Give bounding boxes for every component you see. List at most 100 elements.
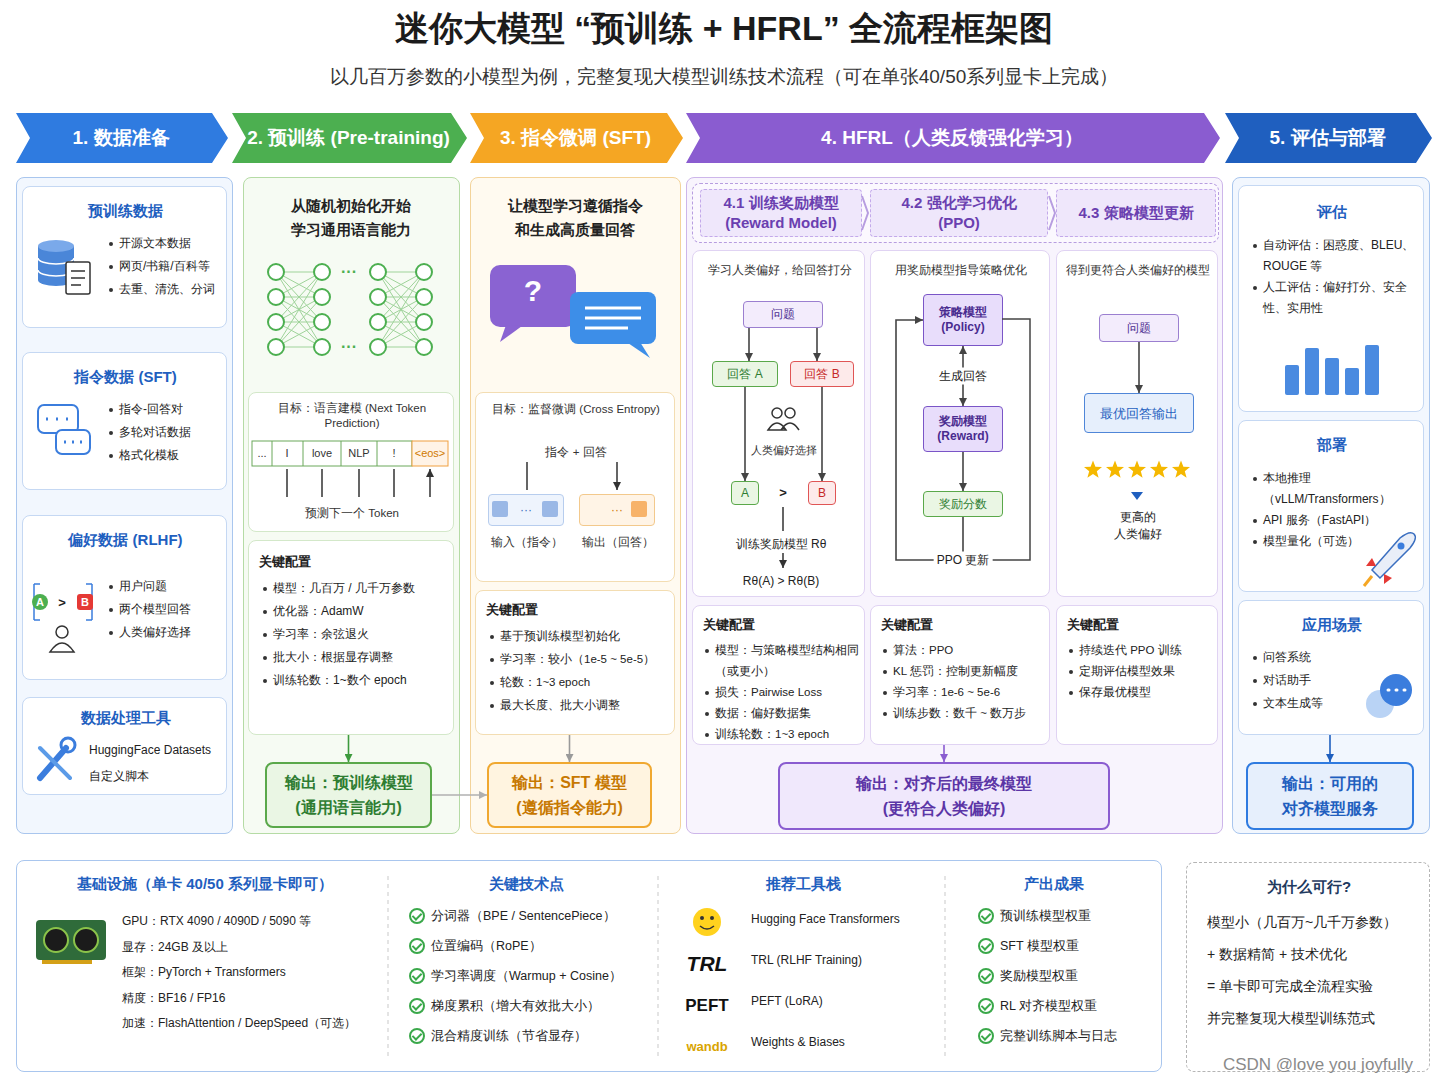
- node-text: 奖励分数: [939, 497, 987, 512]
- node-text: ···: [520, 503, 532, 518]
- node-text: 对话助手: [1251, 669, 1419, 692]
- node-text: 本地推理（vLLM/Transformers）: [1251, 468, 1419, 510]
- node-text: 关键配置: [1063, 616, 1213, 634]
- sft-flow: [492, 462, 647, 517]
- node-text: 网页/书籍/百科等: [107, 255, 222, 278]
- node-text: 基于预训练模型初始化: [488, 625, 670, 648]
- sub-stage-header: 4.2 强化学习优化 (PPO): [870, 189, 1048, 237]
- node-text: 指令-回答对: [107, 398, 222, 421]
- bar-chart: [1285, 345, 1379, 395]
- watermark: CSDN @love you joyfully: [1223, 1056, 1413, 1073]
- flow-box: 策略模型 (Policy): [923, 294, 1003, 346]
- content-box: 关键配置持续迭代 PPO 训练定期评估模型效果保存最优模型: [1056, 605, 1218, 745]
- node-text: 奖励模型 (Reward): [927, 414, 999, 444]
- output-box: 输出：对齐后的最终模型 (更符合人类偏好): [778, 762, 1110, 830]
- token-row: [252, 441, 448, 497]
- node-text: 用户问题: [107, 575, 222, 598]
- node-text: PEFT (LoRA): [751, 981, 936, 1022]
- edge-label: 生成回答: [936, 368, 990, 385]
- edge-label: PPO 更新: [934, 552, 993, 569]
- node-text: 3. 指令微调 (SFT): [500, 125, 651, 151]
- option-badge: B: [81, 597, 89, 608]
- node-text: 指令 + 回答: [526, 445, 626, 460]
- node-text: 分词器（BPE / SentencePiece）: [409, 901, 651, 931]
- people-icon: [768, 408, 799, 430]
- node-text: 输出：可用的 对齐模型服务: [1256, 771, 1404, 821]
- neural-network: [268, 264, 432, 355]
- ppo-loop: [962, 319, 1030, 560]
- node-text: 批大小：根据显存调整: [261, 646, 449, 669]
- node-text: 学习率：1e-6 ~ 5e-6: [881, 682, 1045, 703]
- node-text: 多轮对话数据: [107, 421, 222, 444]
- stage-chevron: 4. HFRL（人类反馈强化学习）: [686, 113, 1220, 163]
- node-text: 文本生成等: [1251, 692, 1419, 715]
- node-text: 位置编码（RoPE）: [409, 931, 651, 961]
- node-text: B: [818, 486, 826, 501]
- node-text: 关键配置: [699, 616, 860, 634]
- node-text: 回答 A: [727, 367, 762, 382]
- node-text: 问题: [1127, 321, 1151, 336]
- node-text: 为什么可行?: [1193, 877, 1425, 896]
- node-text: 训练轮数：1~3 epoch: [703, 724, 860, 745]
- connector-arrow: [1329, 735, 1331, 762]
- rocket-icon: [1364, 533, 1415, 586]
- node-text: TRL (RLHF Training): [751, 940, 936, 981]
- node-text: 问答系统: [1251, 646, 1419, 669]
- node-text: RL 对齐模型权重: [978, 991, 1151, 1021]
- chat-icon: [38, 405, 90, 454]
- node-text: 评估: [1245, 202, 1419, 221]
- node-text: 框架：PyTorch + Transformers: [122, 960, 376, 986]
- chat-bubble-icon: [1366, 674, 1412, 718]
- node-text: 两个模型回答: [107, 598, 222, 621]
- token-cell: !: [392, 448, 395, 459]
- node-text: 2. 预训练 (Pre-training): [247, 125, 450, 151]
- node-text: 关键配置: [255, 553, 449, 571]
- content-box: 评估自动评估：困惑度、BLEU、ROUGE 等人工评估：偏好打分、安全性、实用性: [1238, 185, 1424, 412]
- flow-box: 最优回答输出: [1084, 393, 1194, 433]
- node-text: 预测下一个 Token: [249, 506, 455, 521]
- content-box: 关键配置模型：与策略模型结构相同（或更小）损失：Pairwise Loss数据：…: [692, 605, 865, 745]
- node-text: 格式化模板: [107, 444, 222, 467]
- node-text: 精度：BF16 / FP16: [122, 986, 376, 1012]
- node-text: ···: [611, 503, 623, 518]
- tool-logo: wandb: [686, 1040, 727, 1053]
- tool-logo: TRL: [687, 953, 728, 974]
- connector-arrow: [1138, 342, 1140, 393]
- node-text: 偏好数据 (RLHF): [29, 530, 222, 549]
- content-region: 关键技术点分词器（BPE / SentencePiece）位置编码（RoPE）学…: [395, 868, 655, 1064]
- node-text: 4.1 训练奖励模型 (Reward Model): [701, 193, 861, 233]
- content-box: 关键配置算法：PPOKL 惩罚：控制更新幅度学习率：1e-6 ~ 5e-6训练步…: [870, 605, 1050, 745]
- node-text: 4. HFRL（人类反馈强化学习）: [821, 125, 1083, 151]
- connector-arrow: [943, 745, 945, 762]
- sub-stage-header: 4.3 策略模型更新: [1056, 189, 1216, 237]
- connector-arrow: [748, 328, 750, 361]
- gpu-icon: [36, 920, 106, 964]
- stage-chevron: 5. 评估与部署: [1225, 113, 1432, 163]
- node-text: 完整训练脚本与日志: [978, 1021, 1151, 1051]
- content-region: 从随机初始化开始 学习通用语言能力: [248, 185, 454, 385]
- node-text: 学习率：较小（1e-5 ~ 5e-5）: [488, 648, 670, 671]
- node-text: SFT 模型权重: [978, 931, 1151, 961]
- node-text: 加速：FlashAttention / DeepSpeed（可选）: [122, 1011, 376, 1037]
- node-text: 数据：偏好数据集: [703, 703, 860, 724]
- node-text: 更高的 人类偏好: [1108, 509, 1168, 543]
- node-text: 模型量化（可选）: [1251, 531, 1419, 552]
- node-text: 持续迭代 PPO 训练: [1067, 640, 1213, 661]
- node-text: 得到更符合人类偏好的模型: [1059, 263, 1217, 278]
- node-text: 指令数据 (SFT): [29, 367, 222, 386]
- node-text: 让模型学习遵循指令 和生成高质量回答: [500, 194, 650, 242]
- content-box: 数据处理工具HuggingFace Datasets自定义脚本: [22, 697, 227, 795]
- huggingface-icon: [693, 908, 721, 936]
- node-text: 奖励模型权重: [978, 961, 1151, 991]
- node-text: 最大长度、批大小调整: [488, 694, 670, 717]
- node-text: 预训练模型权重: [978, 901, 1151, 931]
- node-text: 自动评估：困惑度、BLEU、ROUGE 等: [1251, 235, 1419, 277]
- diagram-title: 迷你大模型 “预训练 + HFRL” 全流程框架图: [0, 6, 1448, 52]
- ellipsis: ···: [341, 339, 357, 355]
- node-text: 损失：Pairwise Loss: [703, 682, 860, 703]
- content-box: 部署本地推理（vLLM/Transformers）API 服务（FastAPI）…: [1238, 420, 1424, 592]
- down-triangle: [1131, 492, 1143, 500]
- node-text: 最优回答输出: [1100, 406, 1178, 421]
- output-box: 输出：可用的 对齐模型服务: [1246, 762, 1414, 830]
